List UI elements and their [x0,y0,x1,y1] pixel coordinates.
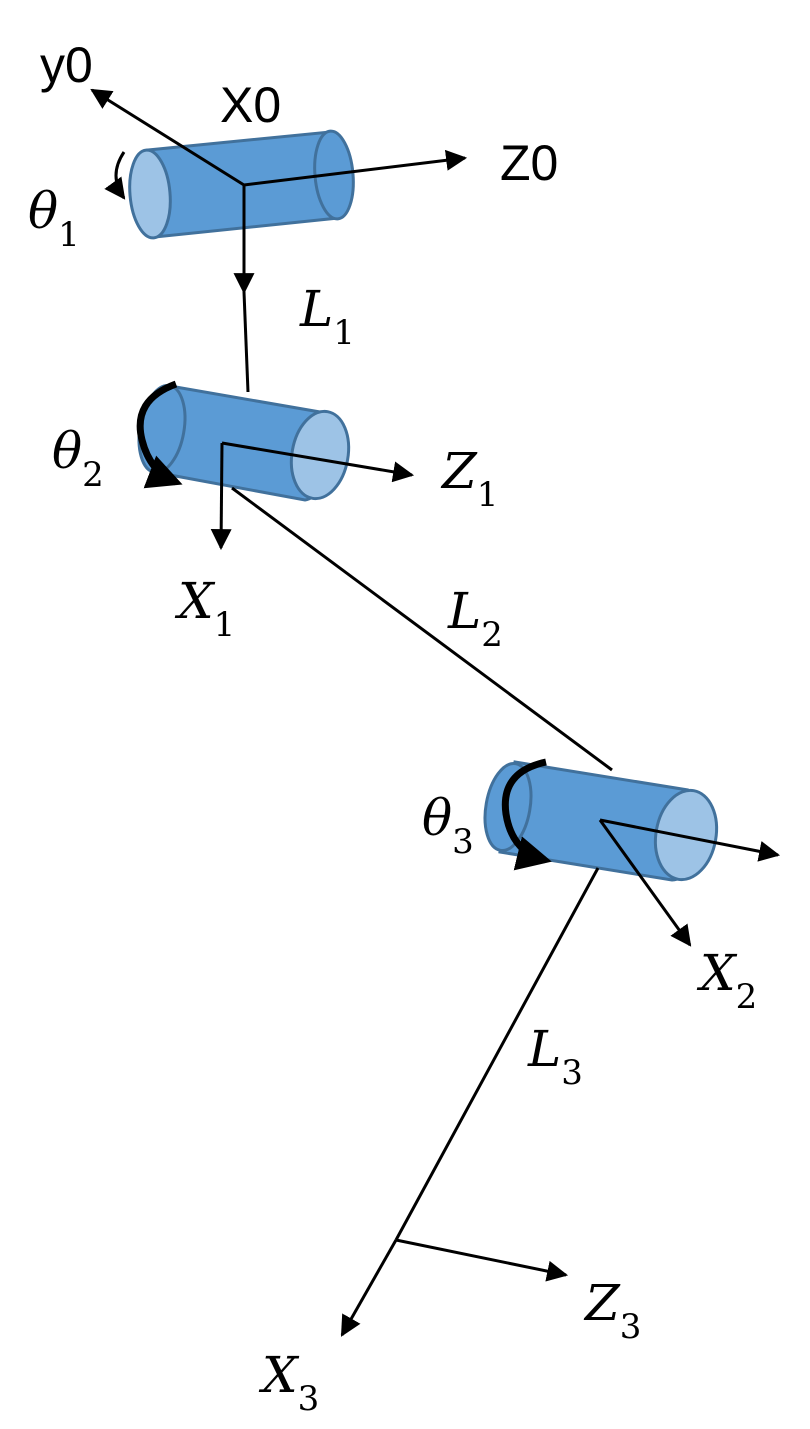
z3-label: Z3 [583,1274,641,1347]
z0-label: Z0 [500,135,558,191]
x0-label: X0 [220,77,281,133]
z3-axis-arrow [395,1238,569,1282]
x3-axis-arrow [340,1239,398,1337]
theta2-rotation-arc [136,380,183,489]
z1-label: Z1 [440,442,498,515]
joint3-cylinder [483,760,719,882]
z2-axis-arrow [599,818,781,862]
joint2-cylinder [137,384,351,502]
x2-axis-arrow [598,819,692,947]
theta2-label: θ2 [52,422,104,495]
x2-label: X2 [696,944,757,1017]
z1-axis-arrow [221,441,415,483]
link-l2 [231,486,613,772]
x1-label: X1 [174,572,235,645]
theta1-rotation-arc [104,151,126,200]
x1-axis-arrow [210,442,232,551]
l2-label: L2 [447,582,503,655]
l1-label: L1 [299,280,355,353]
theta1-label: θ1 [28,182,80,255]
x3-label: X3 [258,1346,319,1419]
y0-axis-arrow [90,88,245,187]
link-l3 [394,867,600,1241]
theta3-rotation-arc [501,758,552,871]
link-l1 [242,291,250,393]
theta3-label: θ3 [422,789,474,862]
z0-axis-arrow [243,149,468,187]
l3-label: L3 [527,1020,583,1093]
y0-label: y0 [40,37,93,93]
